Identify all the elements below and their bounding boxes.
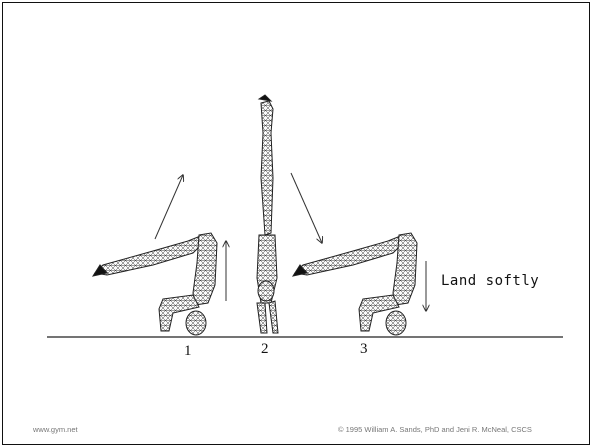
copyright-notice: © 1995 William A. Sands, PhD and Jeni R.…	[338, 425, 532, 434]
gymnast-figure-2	[256, 94, 279, 334]
step-label-1: 1	[184, 343, 192, 359]
arrow-up-right	[154, 175, 183, 240]
arrow-down-right	[290, 172, 322, 243]
step-label-2: 2	[261, 341, 269, 357]
source-url: www.gym.net	[33, 425, 78, 434]
land-softly-caption: Land softly	[441, 273, 540, 289]
gymnast-figure-3	[291, 232, 418, 336]
step-label-3: 3	[360, 341, 368, 357]
headstand-illustration	[47, 94, 563, 338]
gymnast-figure-1	[91, 232, 218, 336]
